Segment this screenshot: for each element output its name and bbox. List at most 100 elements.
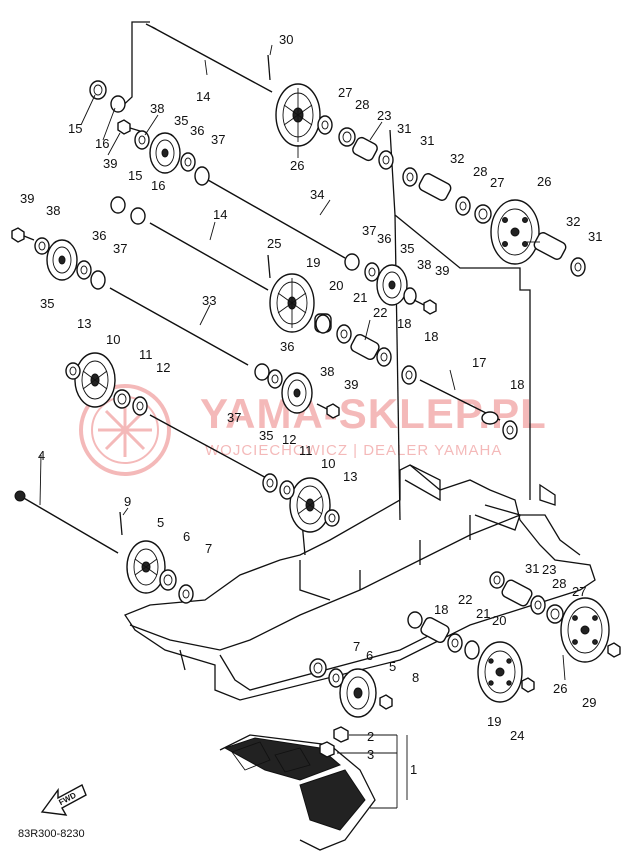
callout: 34 xyxy=(310,187,324,202)
callout: 22 xyxy=(373,305,387,320)
callout-labels: 30 14 15 16 38 35 36 37 39 26 27 28 23 3… xyxy=(20,32,602,777)
callout: 32 xyxy=(450,151,464,166)
callout: 38 xyxy=(46,203,60,218)
shaft-middle xyxy=(149,414,271,481)
callout: 18 xyxy=(510,377,524,392)
callout: 3 xyxy=(367,747,374,762)
callout: 39 xyxy=(344,377,358,392)
callout: 36 xyxy=(377,231,391,246)
shaft-14-upper xyxy=(145,23,273,93)
callout: 8 xyxy=(412,670,419,685)
watermark-subtitle: WOJCIECHOWICZ | DEALER YAMAHA xyxy=(205,442,502,459)
callout: 19 xyxy=(306,255,320,270)
callout: 23 xyxy=(542,562,556,577)
callout: 37 xyxy=(113,241,127,256)
callout: 16 xyxy=(95,136,109,151)
collars xyxy=(314,136,567,643)
callout: 33 xyxy=(202,293,216,308)
callout: 11 xyxy=(139,347,153,362)
callout: 32 xyxy=(566,214,580,229)
callout: 19 xyxy=(487,714,501,729)
leader-lines xyxy=(39,44,566,809)
callout: 16 xyxy=(151,178,165,193)
callout: 17 xyxy=(472,355,486,370)
callout: 35 xyxy=(174,113,188,128)
callout: 25 xyxy=(267,236,281,251)
shaft-4 xyxy=(14,490,119,554)
callout: 31 xyxy=(420,133,434,148)
callout: 27 xyxy=(572,584,586,599)
wheel-35-c xyxy=(376,264,408,306)
callout: 22 xyxy=(458,592,472,607)
wheel-19-lower xyxy=(477,641,523,703)
callout: 26 xyxy=(290,158,304,173)
callout: 23 xyxy=(377,108,391,123)
callout: 15 xyxy=(68,121,82,136)
callout: 21 xyxy=(353,290,367,305)
callout: 39 xyxy=(103,156,117,171)
callout: 38 xyxy=(417,257,431,272)
fwd-arrow-icon: FWD xyxy=(40,784,87,816)
wheel-10-upper xyxy=(74,352,116,408)
washers xyxy=(34,80,586,688)
callout: 7 xyxy=(353,639,360,654)
callout: 4 xyxy=(38,448,45,463)
callout: 26 xyxy=(553,681,567,696)
frame-lines xyxy=(117,21,531,556)
callout: 28 xyxy=(355,97,369,112)
track-belt xyxy=(219,734,376,851)
watermark: YAMA-SKLEP.PL WOJCIECHOWICZ | DEALER YAM… xyxy=(79,384,546,476)
callout: 10 xyxy=(321,456,335,471)
callout: 13 xyxy=(77,316,91,331)
callout: 15 xyxy=(128,168,142,183)
shaft-34 xyxy=(207,179,346,259)
callout: 36 xyxy=(92,228,106,243)
callout: 1 xyxy=(410,762,417,777)
callout: 7 xyxy=(205,541,212,556)
callout: 35 xyxy=(400,241,414,256)
callout: 27 xyxy=(338,85,352,100)
callout: 28 xyxy=(552,576,566,591)
callout: 18 xyxy=(397,316,411,331)
wheel-35-a xyxy=(149,132,181,174)
callout: 10 xyxy=(106,332,120,347)
callout: 31 xyxy=(588,229,602,244)
callout: 13 xyxy=(343,469,357,484)
callout: 9 xyxy=(124,494,131,509)
wheel-35-d xyxy=(281,372,313,414)
callout: 21 xyxy=(476,606,490,621)
wheel-5-left xyxy=(126,540,166,594)
callout: 31 xyxy=(397,121,411,136)
callout: 18 xyxy=(434,602,448,617)
shaft-17 xyxy=(419,379,501,425)
callout: 29 xyxy=(582,695,596,710)
callout: 20 xyxy=(492,613,506,628)
callout: 14 xyxy=(213,207,227,222)
callout: 38 xyxy=(150,101,164,116)
callout: 20 xyxy=(329,278,343,293)
wheel-10-lower xyxy=(289,477,331,533)
shaft-14-lower xyxy=(149,222,269,291)
callout: 24 xyxy=(510,728,524,743)
callout: 27 xyxy=(490,175,504,190)
callout: 39 xyxy=(20,191,34,206)
callout: 37 xyxy=(362,223,376,238)
callout: 12 xyxy=(156,360,170,375)
callout: 37 xyxy=(227,410,241,425)
wheel-35-b xyxy=(46,239,78,281)
callout: 2 xyxy=(367,729,374,744)
wheel-19-upper xyxy=(269,273,315,333)
callout: 31 xyxy=(525,561,539,576)
callout: 26 xyxy=(537,174,551,189)
callout: 36 xyxy=(280,339,294,354)
callout: 36 xyxy=(190,123,204,138)
callout: 18 xyxy=(424,329,438,344)
callout: 5 xyxy=(389,659,396,674)
wheel-26-lower xyxy=(560,597,610,663)
callout: 11 xyxy=(299,443,313,458)
slide-rail xyxy=(124,464,596,701)
callout: 30 xyxy=(279,32,293,47)
wheel-5-lower xyxy=(339,668,377,718)
callout: 28 xyxy=(473,164,487,179)
